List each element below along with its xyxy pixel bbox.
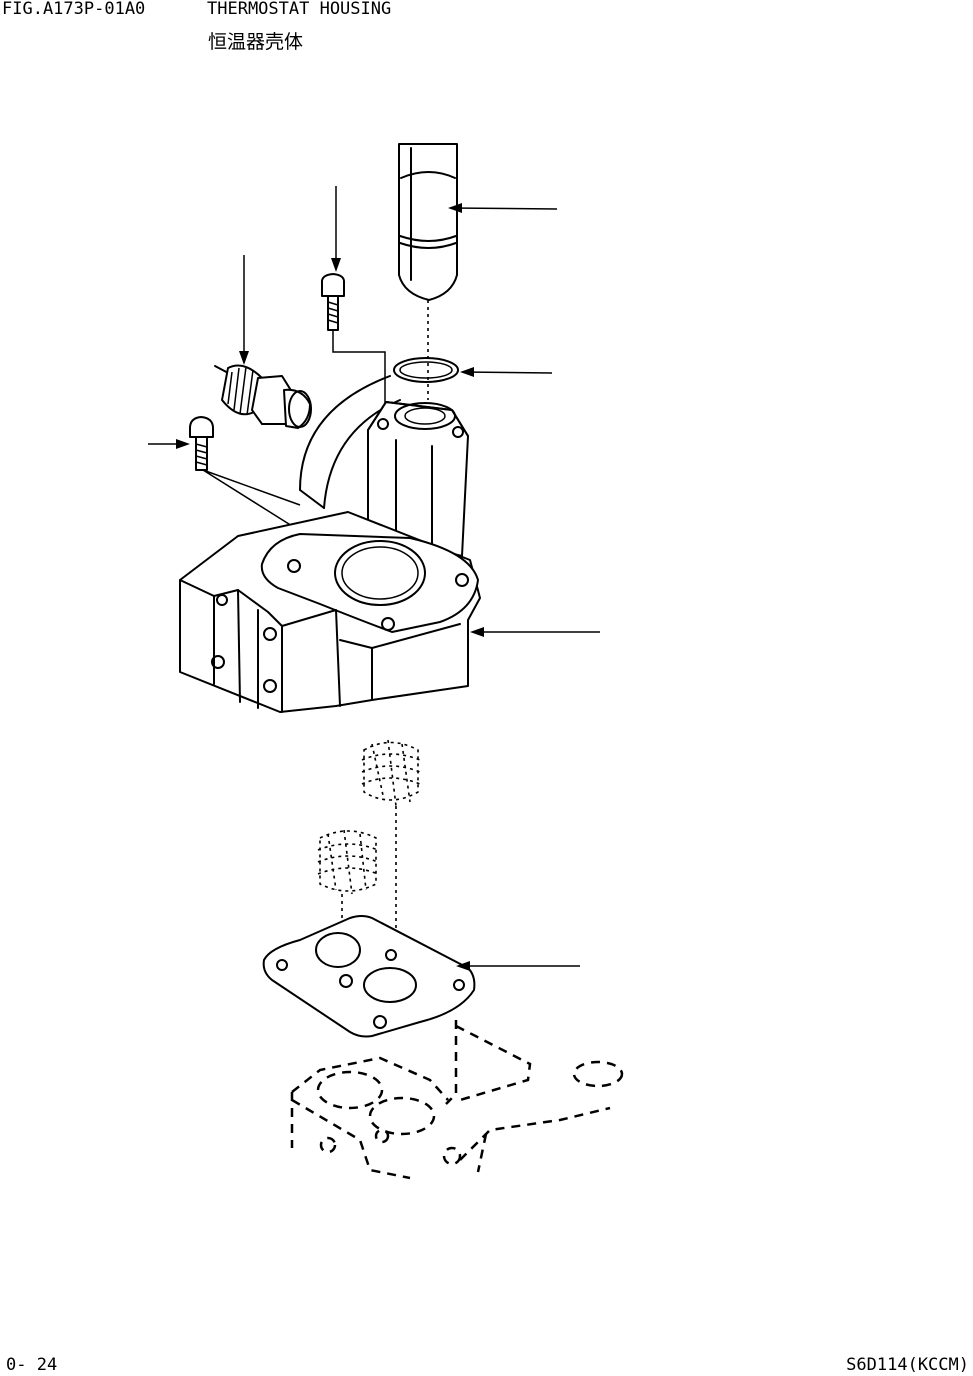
thermostat-icon[interactable] [398, 143, 458, 301]
leader-arrow [456, 961, 580, 971]
figure-code: FIG.A173P-01A0 [2, 0, 146, 19]
figure-title-chinese: 恒温器壳体 [208, 31, 304, 53]
leader-arrow [331, 186, 341, 272]
temperature-sensor-icon[interactable] [214, 364, 312, 429]
housing-icon[interactable] [179, 375, 481, 713]
gasket-icon[interactable] [262, 915, 476, 1038]
plug-icon[interactable] [317, 829, 379, 895]
cylinder-head-outline [290, 1020, 624, 1180]
leader-arrow [460, 367, 553, 377]
leader-arrow [148, 439, 190, 449]
figure-title: THERMOSTAT HOUSING [207, 0, 392, 19]
leader-arrow [239, 255, 249, 365]
plug-icon[interactable] [361, 739, 421, 807]
assembly-line [332, 330, 386, 410]
leader-arrow [448, 203, 558, 213]
model-code: S6D114(KCCM) [846, 1355, 969, 1375]
bolt-icon[interactable] [189, 416, 214, 471]
leader-arrow [470, 627, 600, 637]
o-ring-icon[interactable] [393, 357, 459, 383]
page-number: 0- 24 [6, 1355, 58, 1375]
bolt-icon[interactable] [320, 273, 346, 331]
